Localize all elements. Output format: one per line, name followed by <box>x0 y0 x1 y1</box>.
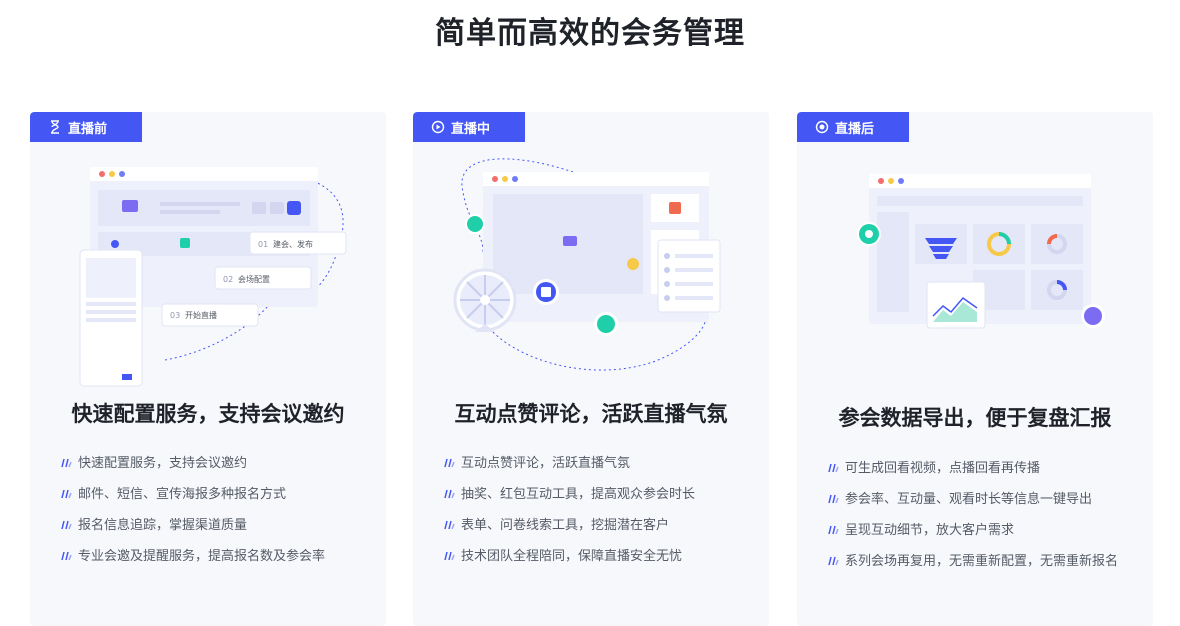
feature-item: 参会率、互动量、观看时长等信息一键导出 <box>827 482 1147 513</box>
bullet-icon <box>444 551 455 560</box>
card-title: 互动点赞评论，活跃直播气氛 <box>454 402 728 426</box>
step-label-3: 开始直播 <box>185 310 217 320</box>
card-before-live: 直播前 01 建会、发布 02 会场配置 03 开始直播 快速配置服务，支持会议… <box>30 112 386 626</box>
bullet-icon <box>61 520 72 529</box>
card-title: 快速配置服务，支持会议邀约 <box>71 402 345 426</box>
play-circle-icon <box>431 120 445 134</box>
tag-before-live: 直播前 <box>30 112 142 142</box>
feature-item: 报名信息追踪，掌握渠道质量 <box>60 508 380 539</box>
bullet-icon <box>444 520 455 529</box>
bullet-icon <box>61 551 72 560</box>
feature-item: 系列会场再复用，无需重新配置，无需重新报名 <box>827 544 1147 575</box>
bullet-icon <box>828 525 839 534</box>
record-icon <box>815 120 829 134</box>
feature-list: 快速配置服务，支持会议邀约 邮件、短信、宣传海报多种报名方式 报名信息追踪，掌握… <box>60 446 380 570</box>
feature-item: 快速配置服务，支持会议邀约 <box>60 446 380 477</box>
tag-after-live: 直播后 <box>797 112 909 142</box>
card-title: 参会数据导出，便于复盘汇报 <box>838 406 1112 430</box>
feature-item: 可生成回看视频，点播回看再传播 <box>827 451 1147 482</box>
step-number-3: 03 <box>170 311 180 320</box>
feature-list: 可生成回看视频，点播回看再传播 参会率、互动量、观看时长等信息一键导出 呈现互动… <box>827 451 1147 575</box>
feature-item: 呈现互动细节，放大客户需求 <box>827 513 1147 544</box>
illustration-after-live <box>857 174 1105 329</box>
illustration-during-live <box>453 158 721 371</box>
feature-item: 表单、问卷线索工具，挖掘潜在客户 <box>443 508 763 539</box>
page-title: 简单而高效的会务管理 <box>435 16 745 51</box>
step-label-2: 会场配置 <box>238 274 270 284</box>
step-number-2: 02 <box>223 275 233 284</box>
illustration-before-live: 01 建会、发布 02 会场配置 03 开始直播 <box>79 167 347 387</box>
bullet-icon <box>61 489 72 498</box>
bullet-icon <box>828 463 839 472</box>
bullet-icon <box>61 458 72 467</box>
feature-item: 邮件、短信、宣传海报多种报名方式 <box>60 477 380 508</box>
feature-item: 专业会邀及提醒服务，提高报名数及参会率 <box>60 539 380 570</box>
card-during-live: 直播中 互动点赞评论，活跃直播气氛 互动点赞评论，活跃直播气氛 抽奖、红包互动工… <box>413 112 769 626</box>
feature-item: 抽奖、红包互动工具，提高观众参会时长 <box>443 477 763 508</box>
hourglass-icon <box>51 120 59 134</box>
feature-list: 互动点赞评论，活跃直播气氛 抽奖、红包互动工具，提高观众参会时长 表单、问卷线索… <box>443 446 763 570</box>
step-label-1: 建会、发布 <box>273 239 313 249</box>
bullet-icon <box>828 494 839 503</box>
bullet-icon <box>444 489 455 498</box>
step-number-1: 01 <box>258 240 268 249</box>
bullet-icon <box>828 556 839 565</box>
tag-during-live: 直播中 <box>413 112 525 142</box>
card-after-live: 直播后 参会数据导出，便于复盘汇报 可生成回看视频，点播回看再传播 参会率、互动… <box>797 112 1153 626</box>
bullet-icon <box>444 458 455 467</box>
feature-item: 互动点赞评论，活跃直播气氛 <box>443 446 763 477</box>
feature-item: 技术团队全程陪同，保障直播安全无忧 <box>443 539 763 570</box>
